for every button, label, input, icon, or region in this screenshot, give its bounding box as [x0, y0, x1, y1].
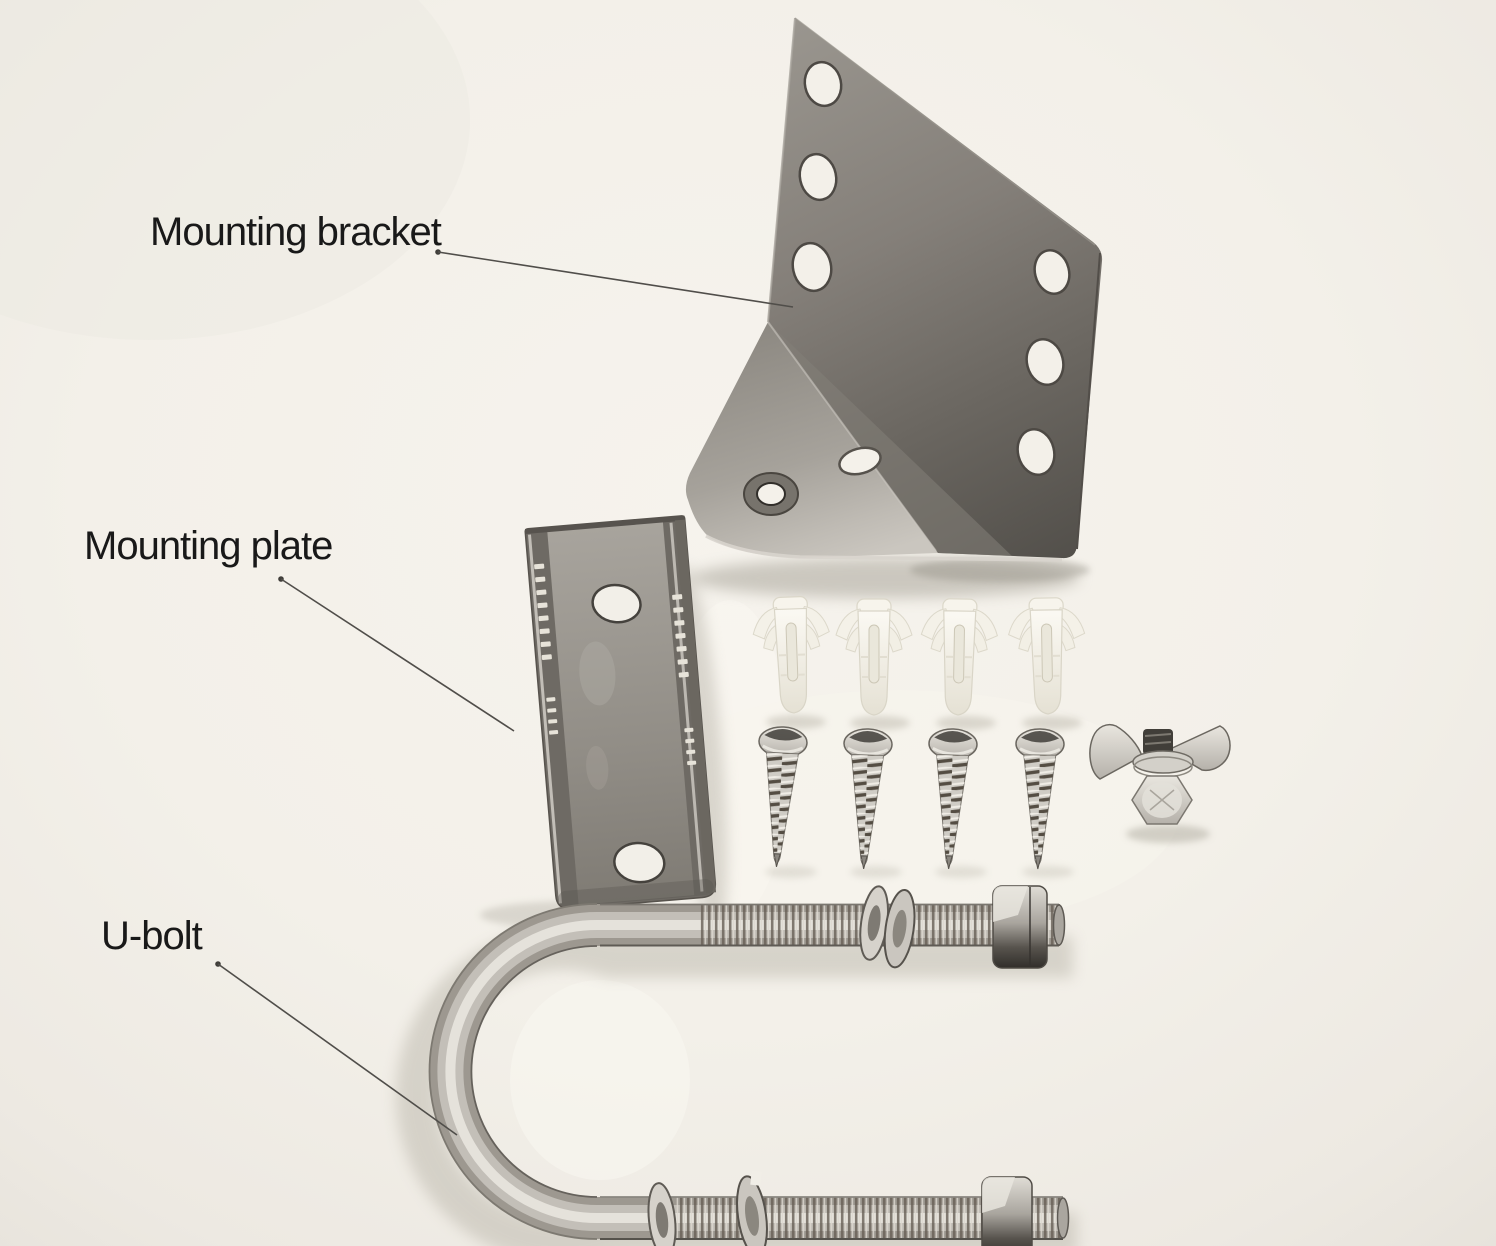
lower-nut: [981, 1176, 1033, 1246]
bracket-leader-line: [437, 251, 794, 308]
wing-nut-assembly: [1089, 723, 1231, 825]
bracket-holes: [743, 60, 1071, 516]
mounting-bracket: [685, 17, 1103, 562]
u-bolt-leader-line: [217, 963, 458, 1136]
mounting-bracket-label: Mounting bracket: [150, 210, 442, 254]
mounting-plate: [524, 515, 717, 910]
u-bolt-upper-end: [1052, 904, 1066, 946]
u-bolt-label: U-bolt: [101, 914, 203, 958]
lower-split-washer: [736, 1170, 768, 1246]
lower-flat-washer: [647, 1182, 677, 1246]
upper-nut: [992, 885, 1048, 969]
plate-leader-line: [280, 578, 515, 732]
leader-lines: [215, 249, 794, 1136]
plate-stamped-markings: [534, 563, 697, 766]
mounting-plate-label: Mounting plate: [84, 524, 333, 568]
upper-washers: [859, 885, 916, 969]
u-bolt: [428, 885, 1070, 1246]
u-bolt-lower-end: [1056, 1197, 1070, 1239]
